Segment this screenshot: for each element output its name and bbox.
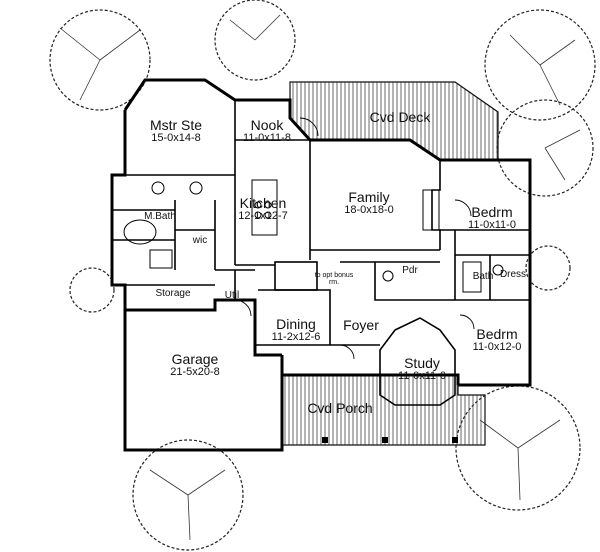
room-name: Nook [250, 117, 284, 133]
room-mstr-ste: Mstr Ste 15-0x14-8 [140, 118, 212, 144]
room-dims: 18-0x18-0 [344, 203, 394, 216]
room-dress: Dress [499, 269, 527, 280]
room-bedrm-1: Bedrm 11-0x11-0 [460, 205, 524, 231]
room-name: Family [348, 189, 390, 205]
room-family: Family 18-0x18-0 [332, 190, 406, 216]
porch-posts [322, 437, 458, 443]
room-foyer: Foyer [343, 317, 379, 333]
room-dims: 15-0x14-8 [151, 131, 201, 144]
room-kitchen: Kitchen 12-1x12-7 [232, 196, 294, 222]
room-bath: Bath [472, 271, 494, 282]
door-swings [234, 117, 475, 360]
room-garage: Garage 21-5x20-8 [160, 352, 230, 378]
room-dims: 21-5x20-8 [170, 365, 220, 378]
room-name: Kitchen [239, 195, 287, 211]
room-dims: 11-2x12-6 [271, 330, 321, 343]
room-name: Mstr Ste [149, 117, 203, 133]
room-name: Cvd Deck [369, 109, 431, 125]
room-name: Bedrm [476, 326, 518, 342]
room-name: Study [404, 355, 440, 371]
room-m-bath: M.Bath [144, 211, 176, 222]
room-wic: wic [192, 235, 208, 246]
room-name: Dining [276, 316, 316, 332]
room-name: Garage [171, 351, 219, 367]
room-dims: 11-0x11-8 [243, 131, 291, 144]
room-dims: 11-0x11-0 [468, 218, 516, 231]
room-nook: Nook 11-0x11-8 [238, 118, 296, 144]
room-dims: 11-0x11-0 [398, 369, 446, 382]
stair-note: to opt bonus rm. [314, 272, 354, 287]
room-cvd-deck: Cvd Deck [360, 110, 440, 125]
room-pdr: Pdr [402, 265, 418, 276]
room-cvd-porch: Cvd Porch [307, 400, 373, 416]
room-dims: 12-1x12-7 [238, 209, 288, 222]
room-study: Study 11-0x11-0 [390, 356, 454, 382]
room-bedrm-2: Bedrm 11-0x12-0 [465, 327, 529, 353]
room-dims: 11-0x12-0 [472, 340, 522, 353]
fixtures [123, 179, 504, 293]
tree-branches [59, 14, 581, 541]
room-storage: Storage [155, 288, 191, 299]
room-util: Util [224, 290, 240, 301]
room-dining: Dining 11-2x12-6 [265, 317, 327, 343]
room-name: Bedrm [471, 204, 513, 220]
